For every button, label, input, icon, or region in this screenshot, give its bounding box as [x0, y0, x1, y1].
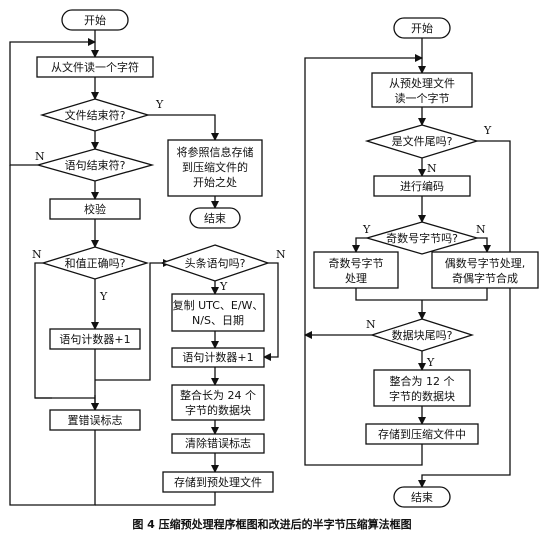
odd-no-label: N [476, 223, 486, 236]
store-ref-line-3: 开始之处 [193, 175, 237, 189]
assemble24-box [171, 384, 265, 421]
even-proc-line-1: 偶数号字节处理, [445, 256, 526, 270]
block-end-yes-label: Y [426, 356, 435, 369]
store-ref-line-2: 到压缩文件的 [182, 160, 248, 174]
store-ref-line-1: 将参照信息存储 [177, 145, 254, 159]
sentence-end-no-label: N [35, 150, 45, 163]
file-end-decision [39, 98, 151, 132]
store-ref-box [167, 139, 263, 197]
left-flowchart: 开始 从文件读一个字符 文件结束符? 语句结束符? 校验 和值正确吗? 语句计数… [9, 9, 286, 506]
clear-error-text: 清除错误标志 [185, 436, 251, 450]
sum-ok-decision [40, 246, 150, 280]
read-char-box [36, 56, 154, 78]
header-no-label: N [276, 248, 286, 261]
header-decision [159, 244, 271, 282]
counter-box [49, 328, 141, 350]
odd-proc-line-1: 奇数号字节 [329, 256, 384, 270]
assemble12-line-2: 字节的数据块 [389, 389, 455, 403]
sentence-end-decision [35, 148, 155, 182]
store-comp-box [365, 423, 479, 445]
left-end-terminal [189, 207, 241, 229]
store-comp-text: 存储到压缩文件中 [378, 427, 466, 441]
right-start-text: 开始 [411, 21, 433, 35]
copy-fields-box [171, 293, 265, 332]
file-tail-yes-label: Y [483, 124, 492, 137]
figure-caption: 图 4 压缩预处理程序框图和改进后的半字节压缩算法框图 [132, 517, 411, 531]
counter2-text: 语句计数器+1 [182, 351, 253, 364]
file-tail-text: 是文件尾吗? [392, 134, 453, 148]
odd-yes-label: Y [362, 223, 371, 236]
read-byte-box [371, 72, 473, 108]
assemble12-box [373, 369, 471, 407]
sum-ok-yes-label: Y [99, 290, 108, 303]
copy-fields-line-1: 复制 UTC、E/W、 [173, 298, 264, 312]
block-end-text: 数据块尾吗? [392, 328, 453, 342]
block-end-no-label: N [366, 318, 376, 331]
file-tail-decision [364, 124, 480, 159]
file-tail-no-label: N [427, 162, 437, 175]
left-end-text: 结束 [204, 212, 226, 225]
right-end-terminal [393, 486, 451, 508]
store-pre-text: 存储到预处理文件 [174, 475, 262, 489]
even-proc-line-2: 奇偶字节合成 [452, 271, 518, 285]
read-char-text: 从文件读一个字符 [51, 60, 139, 74]
store-pre-box [162, 471, 274, 493]
odd-byte-decision [364, 221, 480, 255]
set-error-box [49, 409, 141, 431]
assemble12-line-1: 整合为 12 个 [390, 374, 455, 388]
odd-proc-line-2: 处理 [345, 272, 367, 285]
odd-proc-box [313, 251, 399, 289]
check-text: 校验 [84, 202, 106, 216]
set-error-text: 置错误标志 [68, 413, 123, 427]
left-start-text: 开始 [84, 13, 106, 27]
read-byte-line-2: 读一个字节 [395, 91, 450, 105]
sum-ok-no-label: N [32, 248, 42, 261]
read-byte-line-1: 从预处理文件 [389, 76, 455, 90]
assemble24-line-2: 字节的数据块 [185, 403, 251, 417]
clear-error-box [171, 433, 265, 454]
encode-box [373, 175, 471, 197]
counter2-box [171, 347, 265, 368]
odd-byte-text: 奇数号字节吗? [386, 231, 458, 245]
file-end-yes-label: Y [155, 98, 164, 111]
check-box [49, 198, 141, 220]
file-end-text: 文件结束符? [65, 108, 126, 122]
even-proc-box [431, 251, 539, 289]
counter-text: 语句计数器+1 [59, 333, 130, 346]
right-start-terminal [393, 17, 451, 39]
left-start-terminal [61, 9, 129, 31]
sentence-end-text: 语句结束符? [65, 159, 126, 172]
right-flowchart: 开始 从预处理文件 读一个字节 是文件尾吗? 进行编码 奇数号字节吗? 奇数号字… [304, 17, 539, 508]
header-yes-label: Y [219, 280, 228, 293]
encode-text: 进行编码 [400, 179, 444, 193]
assemble24-line-1: 整合长为 24 个 [180, 388, 256, 402]
block-end-decision [369, 318, 475, 352]
right-end-text: 结束 [411, 491, 433, 504]
sum-ok-text: 和值正确吗? [65, 257, 126, 270]
header-text: 头条语句吗? [185, 256, 246, 270]
copy-fields-line-2: N/S、日期 [192, 314, 244, 327]
